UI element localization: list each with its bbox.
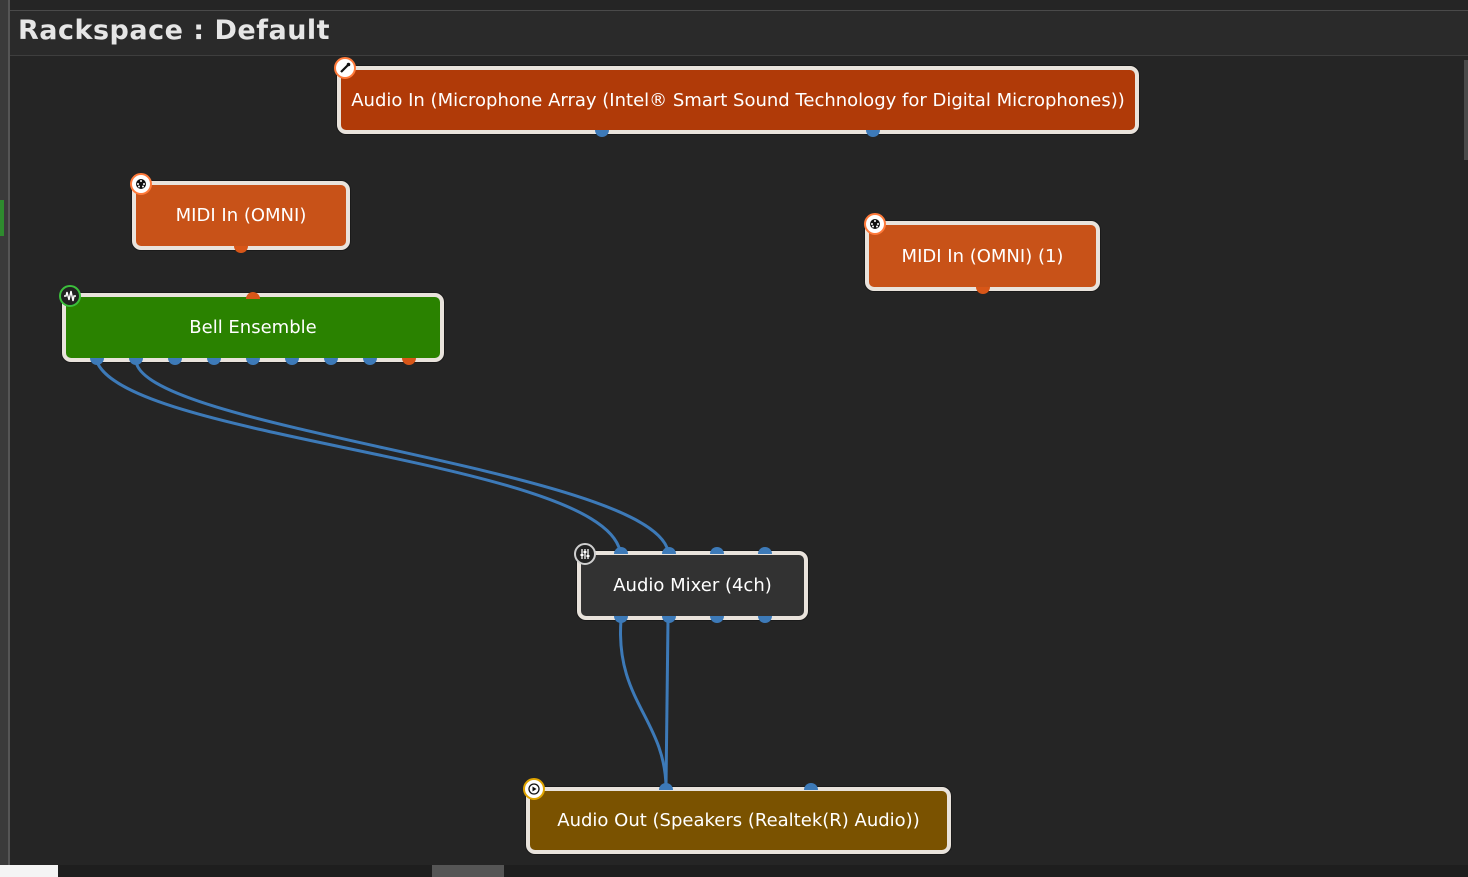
audio-mixer-output-pin-4[interactable] xyxy=(758,616,772,623)
left-panel-indicator xyxy=(0,200,4,236)
wire-bell-to-mixer-1 xyxy=(95,361,622,552)
audio-mixer-output-pin-1[interactable] xyxy=(614,616,628,623)
wire-mixer-to-out-1 xyxy=(619,619,668,788)
audio-in-output-pin-1[interactable] xyxy=(595,130,609,137)
audio-mixer-input-pin-4[interactable] xyxy=(758,547,772,554)
midi-in-1-node[interactable]: MIDI In (OMNI) (1) xyxy=(865,221,1100,291)
audio-in-output-pin-2[interactable] xyxy=(866,130,880,137)
bell-ensemble-output-pin-1[interactable] xyxy=(90,358,104,365)
midi-in-output-pin[interactable] xyxy=(234,246,248,253)
microphone-icon xyxy=(334,57,356,79)
speaker-play-icon xyxy=(523,778,545,800)
bell-ensemble-output-pin-4[interactable] xyxy=(207,358,221,365)
audio-mixer-node[interactable]: Audio Mixer (4ch) xyxy=(577,551,808,620)
midi-in-label: MIDI In (OMNI) xyxy=(175,205,307,226)
taskbar-start-area[interactable] xyxy=(0,865,58,877)
audio-mixer-output-pin-3[interactable] xyxy=(710,616,724,623)
audio-out-input-pin-2[interactable] xyxy=(804,783,818,790)
bell-ensemble-midi-input-pin[interactable] xyxy=(246,292,260,299)
audio-out-input-pin-1[interactable] xyxy=(659,783,673,790)
audio-in-node[interactable]: Audio In (Microphone Array (Intel® Smart… xyxy=(337,66,1139,134)
left-panel-edge xyxy=(0,0,10,877)
wire-mixer-to-out-2 xyxy=(664,619,670,788)
bell-ensemble-output-pin-2[interactable] xyxy=(129,358,143,365)
midi-connector-icon xyxy=(130,173,152,195)
bottom-bar xyxy=(0,865,1468,877)
page-title: Rackspace : Default xyxy=(18,15,331,46)
bell-ensemble-output-pin-6[interactable] xyxy=(285,358,299,365)
audio-mixer-label: Audio Mixer (4ch) xyxy=(613,575,772,596)
top-divider xyxy=(10,10,1468,11)
audio-out-label: Audio Out (Speakers (Realtek(R) Audio)) xyxy=(557,810,920,831)
wire-bell-to-mixer-2 xyxy=(134,361,670,552)
bell-ensemble-output-pin-3[interactable] xyxy=(168,358,182,365)
midi-connector-icon xyxy=(864,213,886,235)
mixer-sliders-icon xyxy=(574,543,596,565)
bell-ensemble-node[interactable]: Bell Ensemble xyxy=(62,293,444,362)
audio-mixer-output-pin-2[interactable] xyxy=(662,616,676,623)
bell-ensemble-output-pin-8[interactable] xyxy=(363,358,377,365)
waveform-icon xyxy=(59,285,81,307)
midi-in-1-label: MIDI In (OMNI) (1) xyxy=(901,245,1064,267)
bell-ensemble-midi-output-pin[interactable] xyxy=(402,358,416,365)
rackspace-header: Rackspace : Default xyxy=(10,11,1468,56)
bell-ensemble-output-pin-5[interactable] xyxy=(246,358,260,365)
bell-ensemble-label: Bell Ensemble xyxy=(189,317,317,338)
midi-in-1-output-pin[interactable] xyxy=(976,287,990,294)
audio-out-node[interactable]: Audio Out (Speakers (Realtek(R) Audio)) xyxy=(526,787,951,854)
bell-ensemble-output-pin-7[interactable] xyxy=(324,358,338,365)
audio-in-label: Audio In (Microphone Array (Intel® Smart… xyxy=(351,89,1125,111)
vertical-scrollbar[interactable] xyxy=(1464,60,1468,160)
audio-mixer-input-pin-1[interactable] xyxy=(614,547,628,554)
taskbar-item[interactable] xyxy=(432,865,504,877)
audio-mixer-input-pin-2[interactable] xyxy=(662,547,676,554)
audio-mixer-input-pin-3[interactable] xyxy=(710,547,724,554)
midi-in-node[interactable]: MIDI In (OMNI) xyxy=(132,181,350,250)
